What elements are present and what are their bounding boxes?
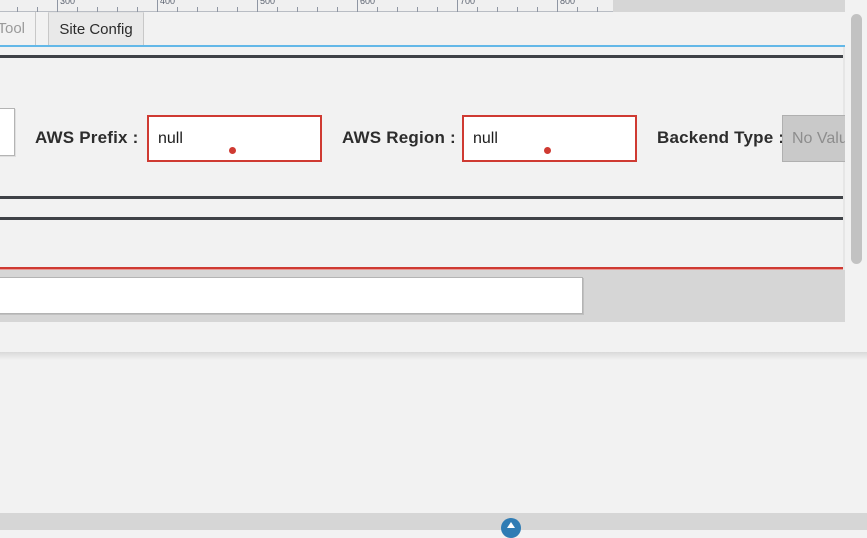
ruler-tick-minor xyxy=(437,7,438,12)
ruler-tick-minor xyxy=(97,7,98,12)
tab-strip-empty-area xyxy=(145,12,845,45)
ruler-label: 400 xyxy=(160,0,176,6)
aws-prefix-label: AWS Prefix : xyxy=(35,128,139,147)
divider-top xyxy=(0,55,845,58)
ruler-tick-minor xyxy=(417,7,418,12)
ruler-tick-minor xyxy=(37,7,38,12)
arrow-up-circle-icon[interactable] xyxy=(501,518,521,538)
ruler-tick-minor xyxy=(77,7,78,12)
footer-bar xyxy=(0,513,867,530)
aws-region-input[interactable]: null xyxy=(462,115,637,162)
aws-region-label: AWS Region : xyxy=(342,128,456,147)
ruler-tick-major xyxy=(457,0,458,12)
ruler-tick-minor xyxy=(597,7,598,12)
ruler-baseline xyxy=(0,11,613,12)
panel-right-edge xyxy=(843,47,845,323)
ruler-tick-minor xyxy=(117,7,118,12)
ruler-tick-minor xyxy=(377,7,378,12)
arrow-up-glyph xyxy=(507,522,515,528)
bottom-text-input[interactable] xyxy=(0,277,583,314)
ruler-tick-minor xyxy=(217,7,218,12)
horizontal-ruler: 300 400 500 600 700 800 xyxy=(0,0,613,12)
tab-deploy-tool[interactable]: y Tool xyxy=(0,12,36,45)
ruler-label: 700 xyxy=(460,0,476,6)
panel-shadow-strip xyxy=(0,352,867,360)
ruler-tick-minor xyxy=(497,7,498,12)
ruler-label: 600 xyxy=(360,0,376,6)
ruler-tick-minor xyxy=(537,7,538,12)
ruler-tick-minor xyxy=(577,7,578,12)
ruler-tick-major xyxy=(257,0,258,12)
ruler-label: 500 xyxy=(260,0,276,6)
backend-type-label: Backend Type : xyxy=(657,128,785,147)
ruler-tick-minor xyxy=(337,7,338,12)
ruler-tick-minor xyxy=(517,7,518,12)
aws-prefix-input[interactable]: null xyxy=(147,115,322,162)
tab-strip: y Tool Site Config xyxy=(0,12,845,46)
empty-workspace-area xyxy=(0,360,867,514)
previous-field-input[interactable] xyxy=(0,108,15,156)
ruler-tick-minor xyxy=(397,7,398,12)
ruler-tick-major xyxy=(157,0,158,12)
ruler-tick-minor xyxy=(137,7,138,12)
tab-site-config[interactable]: Site Config xyxy=(48,12,144,45)
ruler-tick-minor xyxy=(197,7,198,12)
vertical-scrollbar-thumb[interactable] xyxy=(851,14,862,264)
ruler-tick-minor xyxy=(277,7,278,12)
ruler-tick-major xyxy=(57,0,58,12)
ruler-tick-minor xyxy=(297,7,298,12)
ruler-tick-major xyxy=(357,0,358,12)
ruler-inactive-region xyxy=(613,0,845,12)
ruler-tick-minor xyxy=(237,7,238,12)
ruler-label: 800 xyxy=(560,0,576,6)
ruler-tick-minor xyxy=(17,7,18,12)
ruler-tick-minor xyxy=(477,7,478,12)
aws-prefix-error-dot xyxy=(229,147,236,154)
ruler-tick-minor xyxy=(177,7,178,12)
below-panel-area xyxy=(0,322,845,353)
tab-active-underline xyxy=(0,45,845,47)
ruler-tick-minor xyxy=(317,7,318,12)
divider-error-red xyxy=(0,267,845,269)
ruler-label: 300 xyxy=(60,0,76,6)
aws-region-error-dot xyxy=(544,147,551,154)
divider-middle xyxy=(0,196,845,199)
divider-error-red-soft xyxy=(0,269,845,270)
divider-lower xyxy=(0,217,845,220)
ruler-tick-major xyxy=(557,0,558,12)
